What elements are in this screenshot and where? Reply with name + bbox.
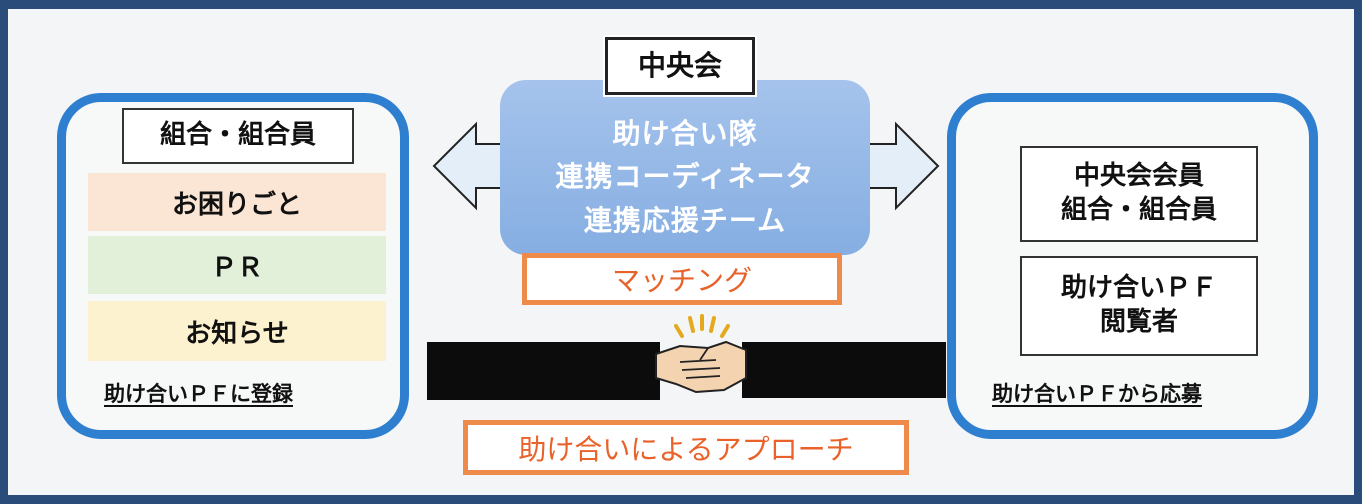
pr-band: ＰＲ [88, 236, 386, 294]
approach-label: 助け合いによるアプローチ [463, 420, 909, 475]
members-box: 中央会会員 組合・組合員 [1020, 146, 1258, 242]
right-panel-footer: 助け合いＰＦから応募 [992, 382, 1202, 406]
viewers-line-2: 閲覧者 [1099, 307, 1178, 337]
notice-band: お知らせ [88, 301, 386, 361]
viewers-box: 助け合いＰＦ 閲覧者 [1020, 256, 1258, 356]
handshake-icon [655, 314, 747, 394]
matching-label: マッチング [522, 253, 842, 305]
members-line-2: 組合・組合員 [1060, 195, 1217, 225]
coordinator-line-1: 助け合い隊 [612, 117, 758, 150]
viewers-line-1: 助け合いＰＦ [1060, 273, 1217, 304]
coordinator-line-3: 連携応援チーム [583, 204, 787, 237]
members-line-1: 中央会会員 [1073, 161, 1204, 192]
coordinator-line-2: 連携コーディネータ [555, 160, 815, 193]
right-arm-bar [742, 342, 946, 398]
right-arrow [863, 121, 940, 211]
trouble-band: お困りごと [88, 173, 386, 231]
coordinator-block [500, 80, 870, 255]
left-arm-bar [427, 342, 660, 400]
central-association-title: 中央会 [603, 35, 757, 97]
left-panel-header: 組合・組合員 [122, 108, 354, 164]
left-arrow [432, 121, 509, 211]
left-panel-footer: 助け合いＰＦに登録 [104, 382, 293, 406]
